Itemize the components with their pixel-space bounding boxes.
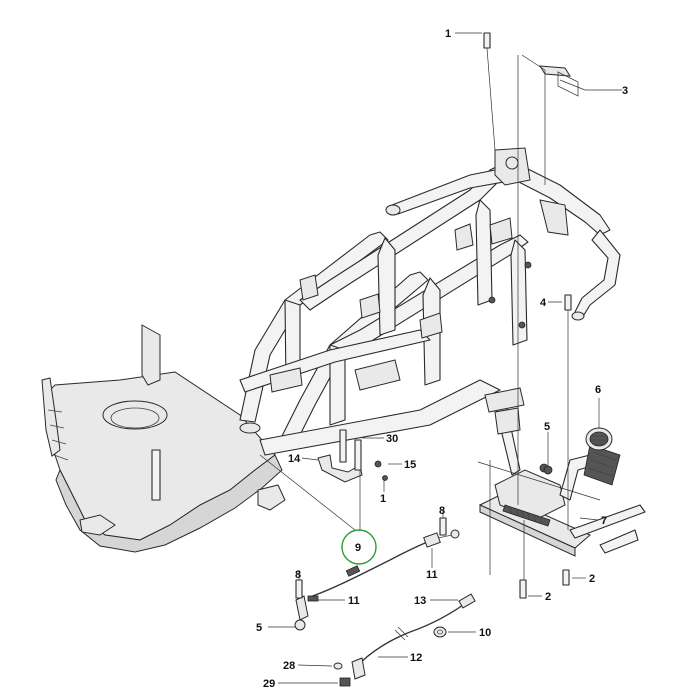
callout-labels: 1 3 4 6 5 7 2 2 30 14 15 1 9 8 11 8 11 5… bbox=[256, 28, 628, 690]
callout-12: 12 bbox=[410, 652, 422, 664]
callout-14: 14 bbox=[288, 453, 301, 465]
callout-6: 6 bbox=[595, 384, 601, 396]
callout-30: 30 bbox=[386, 433, 398, 445]
callout-9: 9 bbox=[355, 542, 361, 554]
callout-11-left: 11 bbox=[348, 595, 360, 607]
cable-and-hardware bbox=[294, 32, 579, 687]
callout-5-upper: 5 bbox=[544, 421, 550, 433]
callout-3: 3 bbox=[622, 85, 628, 97]
callout-28: 28 bbox=[283, 660, 295, 672]
highlight-ring bbox=[341, 529, 377, 565]
pedal-assembly bbox=[478, 387, 646, 557]
callout-29: 29 bbox=[263, 678, 275, 690]
callout-4: 4 bbox=[540, 297, 547, 309]
callout-8-left: 8 bbox=[295, 569, 301, 581]
callout-1-lower: 1 bbox=[380, 493, 386, 505]
callout-10: 10 bbox=[479, 627, 491, 639]
callout-1-top: 1 bbox=[445, 28, 451, 40]
callout-2-right: 2 bbox=[589, 573, 595, 585]
chassis-frame bbox=[41, 147, 621, 553]
leader-lines bbox=[259, 32, 622, 684]
callout-13: 13 bbox=[414, 595, 426, 607]
callout-11-right: 11 bbox=[426, 569, 438, 581]
callout-2-lower: 2 bbox=[545, 591, 551, 603]
callout-8-right: 8 bbox=[439, 505, 445, 517]
cable-part-9 bbox=[309, 539, 433, 598]
callout-5-lower: 5 bbox=[256, 622, 262, 634]
callout-15: 15 bbox=[404, 459, 416, 471]
cable-part-12 bbox=[354, 599, 471, 669]
callout-7: 7 bbox=[601, 515, 607, 527]
